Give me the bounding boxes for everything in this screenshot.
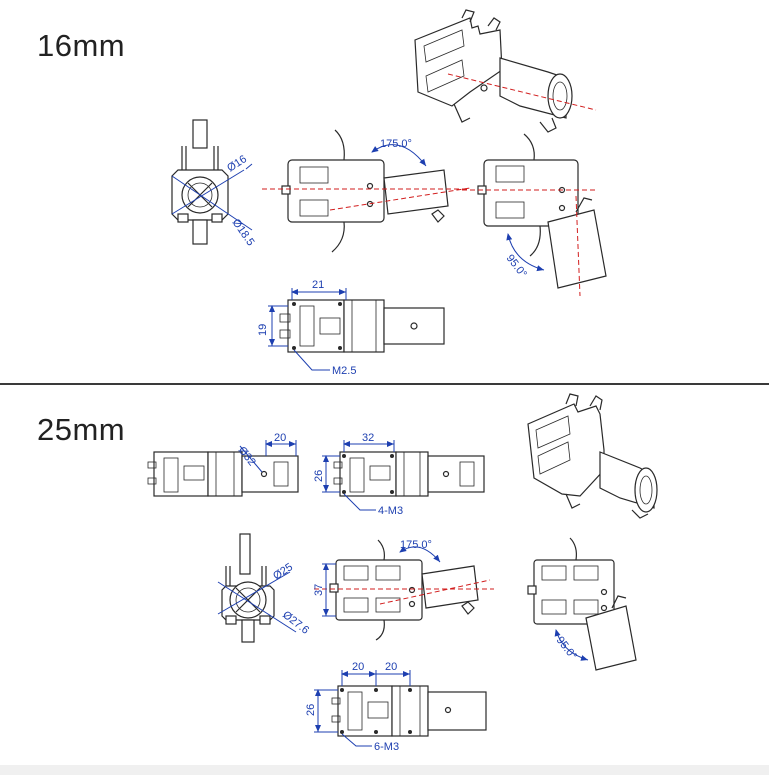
dim-dia-27-6: Ø27.6 bbox=[280, 609, 311, 637]
section-title-16mm: 16mm bbox=[37, 28, 126, 63]
dim-spacing-20-1: 20 bbox=[352, 661, 364, 673]
dim-angle-95-16: 95.0° bbox=[504, 252, 529, 280]
section-title-25mm: 25mm bbox=[37, 412, 126, 447]
dim-angle-175-25: 175.0° bbox=[400, 539, 432, 551]
dim-dia-25: Ø25 bbox=[271, 561, 295, 582]
side-view-extended-25mm: 95.0° bbox=[527, 537, 637, 671]
dim-height-26-bottom: 26 bbox=[305, 704, 317, 716]
side-view-extended-16mm: 95.0° bbox=[462, 133, 607, 297]
side-view-retracted-25mm: 175.0° 37 bbox=[313, 539, 494, 641]
iso-view-16mm bbox=[414, 9, 597, 133]
dim-height-19: 19 bbox=[257, 324, 269, 336]
iso-view-25mm bbox=[527, 393, 658, 519]
bottom-band bbox=[0, 765, 769, 775]
front-view-25mm: 20 Ø32 bbox=[147, 432, 299, 497]
dim-screw-6-m3: 6-M3 bbox=[374, 741, 399, 753]
side-view-retracted-16mm: 175.0° bbox=[262, 129, 471, 253]
section-divider bbox=[0, 383, 769, 385]
dim-screw-4-m3: 4-M3 bbox=[378, 505, 403, 517]
dim-width-32: 32 bbox=[362, 432, 374, 444]
top-view-25mm: 32 26 4-M3 bbox=[313, 432, 485, 517]
dim-angle-175-16: 175.0° bbox=[380, 138, 412, 150]
dim-width-21: 21 bbox=[312, 279, 324, 291]
end-view-16mm: Ø16 Ø18.5 bbox=[171, 119, 257, 248]
bottom-view-25mm: 20 20 26 6-M3 bbox=[305, 661, 487, 753]
dim-len-20-a: 20 bbox=[274, 432, 286, 444]
dim-height-26-top: 26 bbox=[313, 470, 325, 482]
dim-dia-18-5: Ø18.5 bbox=[230, 217, 257, 248]
dim-height-37: 37 bbox=[313, 584, 325, 596]
end-view-25mm: Ø25 Ø27.6 bbox=[217, 533, 311, 643]
dim-screw-m2-5: M2.5 bbox=[332, 365, 356, 377]
dim-spacing-20-2: 20 bbox=[385, 661, 397, 673]
dim-angle-95-25: 95.0° bbox=[554, 634, 579, 662]
dim-dia-16: Ø16 bbox=[225, 153, 249, 174]
top-view-16mm: 21 19 M2.5 bbox=[257, 279, 445, 377]
